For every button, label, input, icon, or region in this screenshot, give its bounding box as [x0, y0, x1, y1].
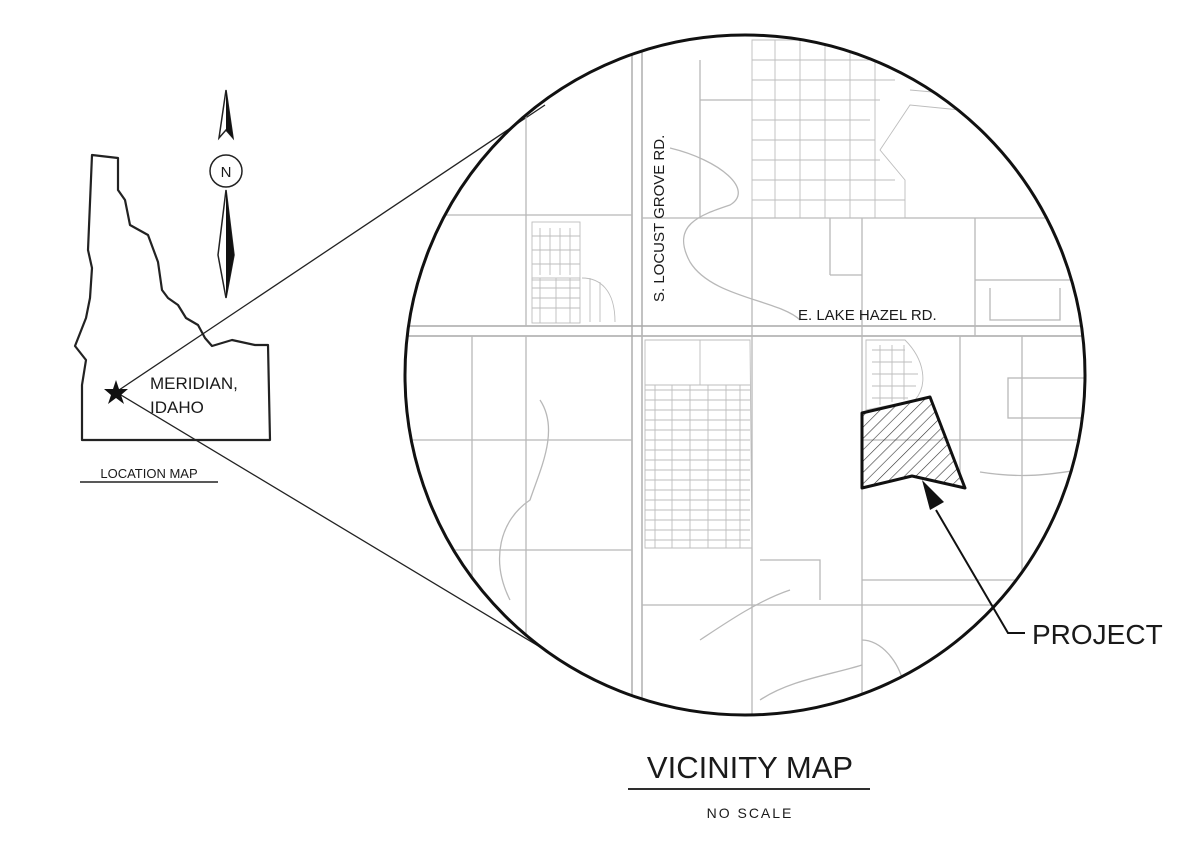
location-map-label: LOCATION MAP	[100, 466, 197, 481]
project-parcel	[860, 395, 967, 490]
project-arrow-icon	[922, 480, 1025, 634]
city-label-line2: IDAHO	[150, 398, 204, 417]
project-label: PROJECT	[1032, 619, 1163, 650]
city-label-line1: MERIDIAN,	[150, 374, 238, 393]
road-label-locust-grove: S. LOCUST GROVE RD.	[651, 135, 668, 302]
scale-note: NO SCALE	[707, 805, 794, 821]
north-arrow-icon	[209, 89, 243, 299]
map-title: VICINITY MAP	[647, 750, 853, 785]
leader-line-lower	[115, 391, 546, 651]
star-icon	[104, 380, 128, 404]
leader-line-upper	[115, 104, 546, 393]
road-label-lake-hazel: E. LAKE HAZEL RD.	[798, 307, 937, 324]
idaho-state-outline	[73, 153, 272, 442]
north-letter: N	[221, 164, 232, 181]
vicinity-circle-outline	[403, 33, 1087, 717]
